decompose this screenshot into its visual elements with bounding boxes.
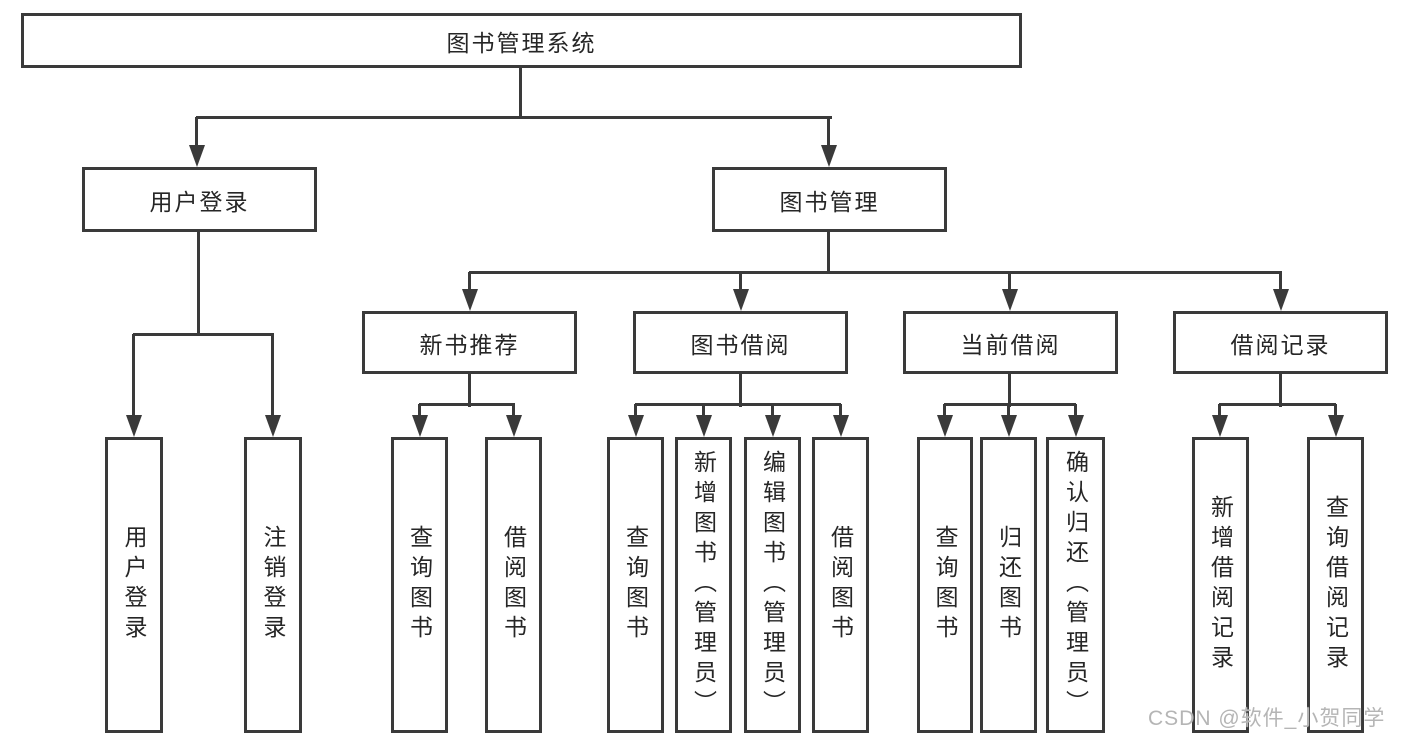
connector-line bbox=[1279, 272, 1282, 291]
leaf-query-books-newbooks: 查询图书 bbox=[391, 437, 448, 733]
connector-line bbox=[133, 333, 274, 336]
leaf-label: 新增借阅记录 bbox=[1207, 495, 1234, 675]
arrow-down-icon bbox=[832, 415, 849, 437]
leaf-query-borrow-record: 查询借阅记录 bbox=[1307, 437, 1364, 733]
connector-line bbox=[418, 404, 421, 417]
connector-line bbox=[512, 404, 515, 417]
connector-line bbox=[1074, 404, 1077, 417]
leaf-edit-books-admin: 编辑图书（管理员） bbox=[744, 437, 801, 733]
arrow-down-icon bbox=[1272, 289, 1289, 311]
node-label: 图书借阅 bbox=[690, 331, 791, 358]
leaf-label: 注销登录 bbox=[260, 525, 286, 645]
connector-line bbox=[1279, 374, 1282, 407]
leaf-query-books-borrowing: 查询图书 bbox=[607, 437, 664, 733]
connector-line bbox=[271, 334, 274, 416]
connector-line bbox=[519, 68, 522, 118]
connector-line bbox=[739, 374, 742, 407]
node-label: 图书管理 bbox=[779, 188, 880, 215]
connector-line bbox=[419, 403, 515, 406]
connector-line bbox=[195, 117, 198, 147]
arrow-down-icon bbox=[125, 415, 142, 437]
leaf-label: 新增图书（管理员） bbox=[690, 450, 717, 720]
leaf-label: 查询图书 bbox=[406, 525, 433, 645]
connector-line bbox=[1008, 374, 1011, 407]
leaf-add-books-admin: 新增图书（管理员） bbox=[675, 437, 732, 733]
connector-line bbox=[1007, 404, 1010, 417]
connector-line bbox=[635, 403, 841, 406]
leaf-label: 确认归还（管理员） bbox=[1062, 450, 1089, 720]
connector-line bbox=[132, 334, 135, 416]
leaf-return-books: 归还图书 bbox=[980, 437, 1037, 733]
arrow-down-icon bbox=[505, 415, 522, 437]
leaf-label: 归还图书 bbox=[995, 525, 1022, 645]
arrow-down-icon bbox=[764, 415, 781, 437]
connector-line bbox=[739, 272, 742, 291]
node-library-management-system: 图书管理系统 bbox=[21, 13, 1022, 68]
arrow-down-icon bbox=[1327, 415, 1344, 437]
node-current-borrowing: 当前借阅 bbox=[903, 311, 1118, 374]
arrow-down-icon bbox=[820, 145, 837, 167]
node-new-book-recommendation: 新书推荐 bbox=[362, 311, 577, 374]
csdn-watermark: CSDN @软件_小贺同学 bbox=[1148, 707, 1386, 730]
node-user-login: 用户登录 bbox=[82, 167, 317, 232]
node-book-borrowing: 图书借阅 bbox=[633, 311, 848, 374]
node-label: 用户登录 bbox=[149, 188, 250, 215]
arrow-down-icon bbox=[1067, 415, 1084, 437]
arrow-down-icon bbox=[461, 289, 478, 311]
node-label: 图书管理系统 bbox=[446, 29, 597, 56]
arrow-down-icon bbox=[1001, 289, 1018, 311]
arrow-down-icon bbox=[411, 415, 428, 437]
arrow-down-icon bbox=[627, 415, 644, 437]
leaf-label: 编辑图书（管理员） bbox=[759, 450, 786, 720]
arrow-down-icon bbox=[264, 415, 281, 437]
node-book-management: 图书管理 bbox=[712, 167, 947, 232]
node-borrowing-records: 借阅记录 bbox=[1173, 311, 1388, 374]
leaf-label: 查询图书 bbox=[622, 525, 649, 645]
connector-line bbox=[1008, 272, 1011, 291]
leaf-label: 借阅图书 bbox=[827, 525, 854, 645]
node-label: 当前借阅 bbox=[960, 331, 1061, 358]
connector-line bbox=[827, 117, 830, 147]
leaf-borrow-books-borrowing: 借阅图书 bbox=[812, 437, 869, 733]
connector-line bbox=[197, 232, 200, 336]
node-label: 新书推荐 bbox=[419, 331, 520, 358]
arrow-down-icon bbox=[1211, 415, 1228, 437]
leaf-borrow-books-newbooks: 借阅图书 bbox=[485, 437, 542, 733]
connector-line bbox=[1218, 404, 1221, 417]
leaf-add-borrow-record: 新增借阅记录 bbox=[1192, 437, 1249, 733]
leaf-confirm-return-admin: 确认归还（管理员） bbox=[1046, 437, 1105, 733]
node-label: 借阅记录 bbox=[1230, 331, 1331, 358]
leaf-label: 查询图书 bbox=[932, 525, 958, 645]
leaf-label: 借阅图书 bbox=[500, 525, 527, 645]
arrow-down-icon bbox=[188, 145, 205, 167]
connector-line bbox=[944, 403, 1076, 406]
connector-line bbox=[469, 271, 1282, 274]
connector-line bbox=[827, 232, 830, 274]
connector-line bbox=[1219, 403, 1336, 406]
connector-line bbox=[1334, 404, 1337, 417]
arrow-down-icon bbox=[1000, 415, 1017, 437]
arrow-down-icon bbox=[732, 289, 749, 311]
connector-line bbox=[771, 404, 774, 417]
connector-line bbox=[839, 404, 842, 417]
connector-line bbox=[468, 272, 471, 291]
arrow-down-icon bbox=[695, 415, 712, 437]
connector-line bbox=[634, 404, 637, 417]
leaf-query-books-current: 查询图书 bbox=[917, 437, 973, 733]
leaf-label: 用户登录 bbox=[121, 525, 147, 645]
arrow-down-icon bbox=[936, 415, 953, 437]
connector-line bbox=[943, 404, 946, 417]
connector-line bbox=[702, 404, 705, 417]
leaf-user-login: 用户登录 bbox=[105, 437, 163, 733]
leaf-label: 查询借阅记录 bbox=[1322, 495, 1349, 675]
leaf-logout: 注销登录 bbox=[244, 437, 302, 733]
connector-line bbox=[468, 374, 471, 407]
connector-line bbox=[196, 116, 832, 119]
